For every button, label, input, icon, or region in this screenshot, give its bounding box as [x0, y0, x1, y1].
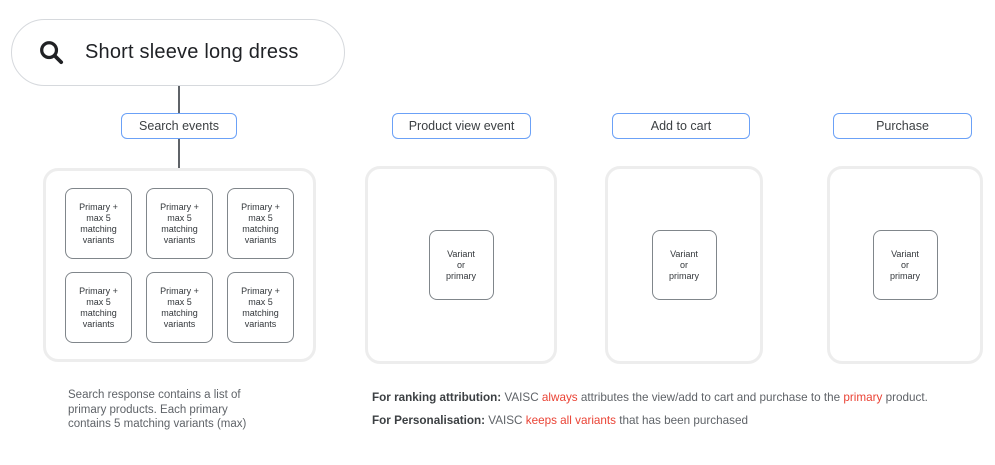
note-segment: that has been purchased: [616, 414, 748, 427]
event-label-purchase: Purchase: [833, 113, 972, 139]
event-label-add-to-cart: Add to cart: [612, 113, 750, 139]
primary-variants-card: Primary + max 5 matching variants: [227, 272, 294, 343]
primary-variants-card: Primary + max 5 matching variants: [65, 272, 132, 343]
note-segment: primary: [843, 391, 883, 404]
note-segment: VAISC: [501, 391, 542, 404]
event-label-text: Add to cart: [650, 119, 712, 133]
variant-or-primary-card: Variant or primary: [651, 230, 717, 300]
search-results-grid: Primary + max 5 matching variants Primar…: [65, 188, 294, 343]
ranking-attribution-note: For ranking attribution: VAISC always at…: [372, 391, 928, 404]
note-segment: attributes the view/add to cart and purc…: [577, 391, 844, 404]
primary-variants-card: Primary + max 5 matching variants: [146, 188, 213, 259]
connector-line-bottom: [178, 138, 180, 168]
panel-search-events: Primary + max 5 matching variants Primar…: [43, 168, 316, 362]
variant-or-primary-card: Variant or primary: [872, 230, 938, 300]
note-segment: VAISC: [485, 414, 526, 427]
search-response-note: Search response contains a list of prima…: [68, 389, 247, 430]
personalisation-note: For Personalisation: VAISC keeps all var…: [372, 414, 748, 427]
note-segment: For Personalisation:: [372, 414, 486, 427]
note-segment: always: [541, 391, 578, 404]
note-segment: product.: [882, 391, 928, 404]
event-label-product-view: Product view event: [392, 113, 531, 139]
note-segment: For ranking attribution:: [372, 391, 502, 404]
event-label-text: Purchase: [876, 119, 929, 133]
event-label-text: Search events: [139, 119, 219, 133]
primary-variants-card: Primary + max 5 matching variants: [146, 272, 213, 343]
connector-line-top: [178, 86, 180, 113]
primary-variants-card: Primary + max 5 matching variants: [65, 188, 132, 259]
panel-add-to-cart: Variant or primary: [605, 166, 763, 364]
panel-product-view: Variant or primary: [365, 166, 557, 364]
variant-or-primary-card: Variant or primary: [428, 230, 494, 300]
event-label-search-events: Search events: [121, 113, 237, 139]
note-segment: keeps all variants: [525, 414, 617, 427]
search-icon: [37, 38, 66, 67]
search-query-text: Short sleeve long dress: [85, 41, 299, 63]
primary-variants-card: Primary + max 5 matching variants: [227, 188, 294, 259]
search-input[interactable]: Short sleeve long dress: [11, 19, 345, 86]
event-label-text: Product view event: [408, 119, 515, 133]
panel-purchase: Variant or primary: [827, 166, 983, 364]
